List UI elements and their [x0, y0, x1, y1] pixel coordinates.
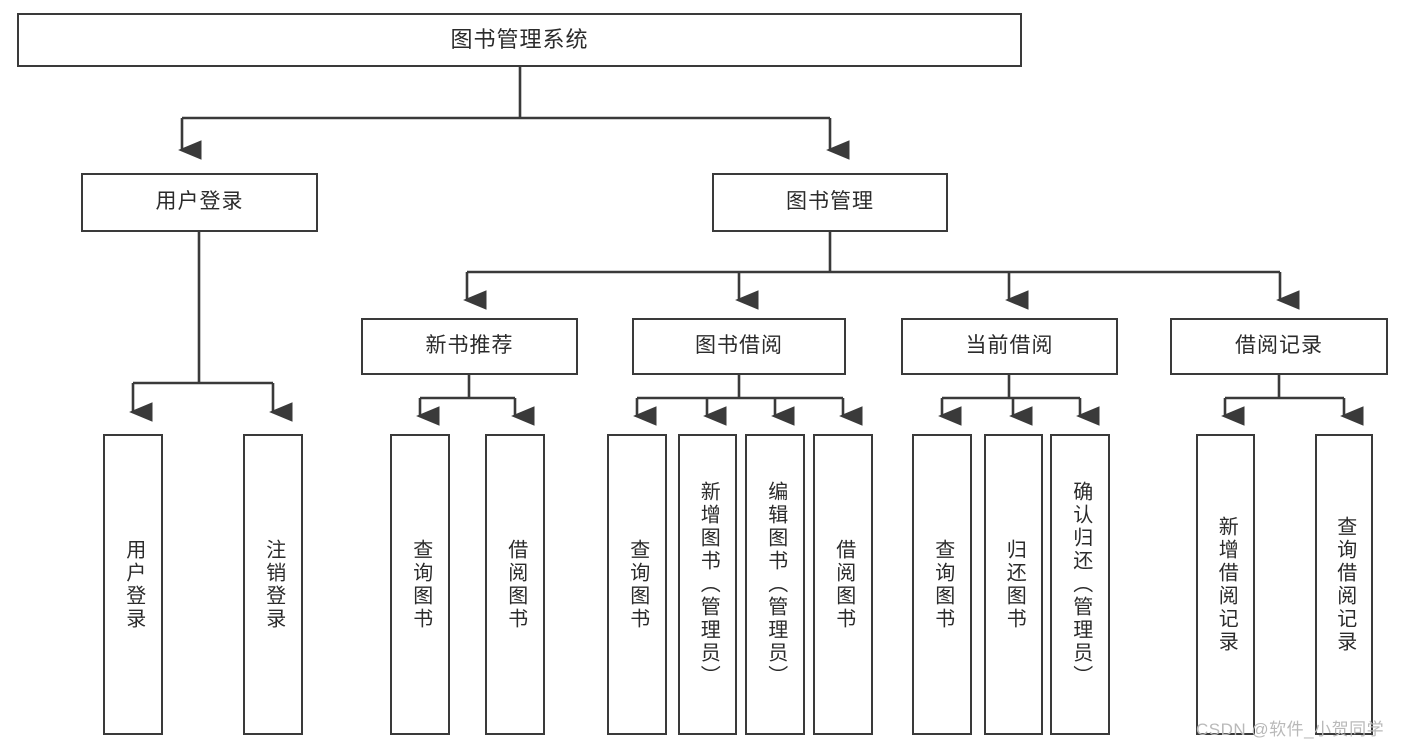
node-leaf-borrow-book-2[interactable]: 借阅图书	[813, 434, 873, 735]
node-leaf-logout-login[interactable]: 注销登录	[243, 434, 303, 735]
node-new-book-recommend[interactable]: 新书推荐	[361, 318, 578, 375]
node-leaf-confirm-return[interactable]: 确认归还（管理员）	[1050, 434, 1110, 735]
node-leaf-query-borrow-record-label: 查询借阅记录	[1333, 515, 1356, 654]
node-leaf-borrow-book-1[interactable]: 借阅图书	[485, 434, 545, 735]
node-leaf-return-book[interactable]: 归还图书	[984, 434, 1043, 735]
node-current-borrow-label: 当前借阅	[965, 334, 1054, 358]
node-user-login[interactable]: 用户登录	[81, 173, 318, 232]
node-leaf-return-book-label: 归还图书	[1003, 538, 1026, 631]
node-user-login-label: 用户登录	[155, 190, 244, 214]
node-leaf-query-book-3-label: 查询图书	[931, 538, 954, 631]
node-leaf-confirm-return-label: 确认归还（管理员）	[1069, 481, 1092, 688]
node-leaf-add-book[interactable]: 新增图书（管理员）	[678, 434, 737, 735]
node-book-borrow[interactable]: 图书借阅	[632, 318, 846, 375]
node-new-book-recommend-label: 新书推荐	[425, 334, 514, 358]
node-leaf-borrow-book-1-label: 借阅图书	[504, 538, 527, 631]
node-leaf-query-book-1-label: 查询图书	[409, 538, 432, 631]
csdn-watermark: CSDN @软件_小贺同学	[1196, 720, 1385, 739]
node-leaf-edit-book[interactable]: 编辑图书（管理员）	[745, 434, 805, 735]
node-leaf-borrow-book-2-label: 借阅图书	[832, 538, 855, 631]
node-borrow-record-label: 借阅记录	[1235, 334, 1323, 358]
node-leaf-query-book-3[interactable]: 查询图书	[912, 434, 972, 735]
node-leaf-edit-book-label: 编辑图书（管理员）	[764, 481, 787, 688]
node-leaf-query-borrow-record[interactable]: 查询借阅记录	[1315, 434, 1373, 735]
node-leaf-user-login-label: 用户登录	[122, 538, 145, 631]
node-leaf-add-book-label: 新增图书（管理员）	[697, 481, 720, 688]
node-borrow-record[interactable]: 借阅记录	[1170, 318, 1388, 375]
node-leaf-user-login[interactable]: 用户登录	[103, 434, 163, 735]
node-leaf-add-borrow-record-label: 新增借阅记录	[1215, 515, 1238, 654]
node-root-label: 图书管理系统	[450, 27, 589, 53]
node-current-borrow[interactable]: 当前借阅	[901, 318, 1118, 375]
node-leaf-logout-login-label: 注销登录	[262, 538, 285, 631]
node-book-management[interactable]: 图书管理	[712, 173, 948, 232]
node-leaf-query-book-2[interactable]: 查询图书	[607, 434, 667, 735]
node-leaf-query-book-2-label: 查询图书	[626, 538, 649, 631]
node-book-management-label: 图书管理	[786, 190, 874, 214]
node-book-borrow-label: 图书借阅	[695, 334, 783, 358]
node-root[interactable]: 图书管理系统	[17, 13, 1022, 67]
node-leaf-query-book-1[interactable]: 查询图书	[390, 434, 450, 735]
node-leaf-add-borrow-record[interactable]: 新增借阅记录	[1196, 434, 1255, 735]
